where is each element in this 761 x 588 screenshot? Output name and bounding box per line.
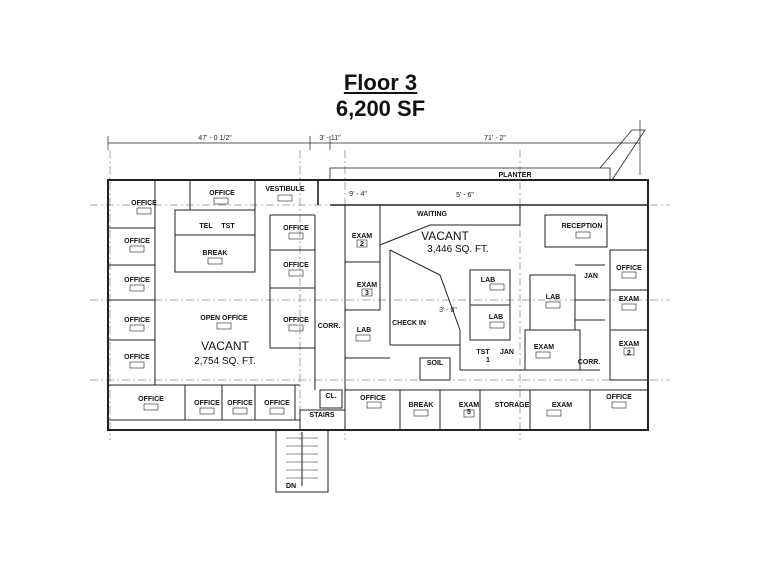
label-lab-2: LAB bbox=[481, 277, 495, 284]
label-office-east-1: OFFICE bbox=[616, 265, 642, 272]
label-check-in: CHECK IN bbox=[392, 320, 426, 327]
label-exam-east-2: EXAM bbox=[619, 341, 639, 348]
label-stairs: STAIRS bbox=[309, 412, 334, 419]
label-office-south: OFFICE bbox=[360, 395, 386, 402]
title-block: Floor 3 6,200 SF bbox=[0, 70, 761, 122]
label-office-3: OFFICE bbox=[283, 225, 309, 232]
dim-west-width: 47' - 0 1/2" bbox=[198, 135, 232, 142]
label-break-west: BREAK bbox=[203, 250, 228, 257]
label-corr-west: CORR. bbox=[318, 323, 341, 330]
label-jan-2: JAN bbox=[500, 349, 514, 356]
label-office-13: OFFICE bbox=[283, 317, 309, 324]
label-exam-se: EXAM bbox=[552, 402, 572, 409]
label-exam-south-num: 5 bbox=[467, 409, 471, 416]
label-open-office: OPEN OFFICE bbox=[200, 315, 248, 322]
label-office-se: OFFICE bbox=[606, 394, 632, 401]
label-jan-1: JAN bbox=[584, 273, 598, 280]
label-office-5: OFFICE bbox=[124, 277, 150, 284]
label-cl: CL. bbox=[325, 393, 336, 400]
label-exam-2: EXAM bbox=[352, 233, 372, 240]
label-office-8: OFFICE bbox=[138, 396, 164, 403]
label-tst-east-num: 1 bbox=[486, 357, 490, 364]
label-office-12: OFFICE bbox=[283, 262, 309, 269]
label-lab-1: LAB bbox=[357, 327, 371, 334]
label-office-11: OFFICE bbox=[264, 400, 290, 407]
label-exam-east-1: EXAM bbox=[619, 296, 639, 303]
label-office-6: OFFICE bbox=[124, 317, 150, 324]
label-office-7: OFFICE bbox=[124, 354, 150, 361]
label-exam-2-num: 2 bbox=[360, 241, 364, 248]
vacant-east-label: VACANT bbox=[421, 229, 469, 243]
vacant-west-label: VACANT bbox=[201, 339, 249, 353]
label-reception: RECEPTION bbox=[562, 223, 603, 230]
label-storage: STORAGE bbox=[495, 402, 530, 409]
label-exam-3: EXAM bbox=[357, 282, 377, 289]
vacant-east-area: 3,446 SQ. FT. bbox=[427, 244, 489, 255]
label-exam-south: EXAM bbox=[459, 402, 479, 409]
label-dn: DN bbox=[286, 483, 296, 490]
label-break-east: BREAK bbox=[409, 402, 434, 409]
floor-area: 6,200 SF bbox=[335, 96, 426, 121]
label-office-10: OFFICE bbox=[227, 400, 253, 407]
dim-94: 9' - 4" bbox=[349, 191, 367, 198]
dim-30: 3' - 0" bbox=[439, 307, 457, 314]
label-soil: SOIL bbox=[427, 360, 444, 367]
label-waiting: WAITING bbox=[417, 211, 447, 218]
label-vestibule: VESTIBULE bbox=[265, 186, 305, 193]
vacant-west-area: 2,754 SQ. FT. bbox=[194, 356, 256, 367]
label-tst-east: TST bbox=[476, 349, 490, 356]
label-office-4: OFFICE bbox=[124, 238, 150, 245]
label-tst: TST bbox=[221, 223, 235, 230]
dim-corridor-width: 3' - 11" bbox=[319, 135, 341, 142]
label-exam-3-num: 3 bbox=[365, 290, 369, 297]
label-lab-4: LAB bbox=[546, 294, 560, 301]
label-lab-3: LAB bbox=[489, 314, 503, 321]
label-exam-center: EXAM bbox=[534, 344, 554, 351]
label-exam-east-2-num: 2 bbox=[627, 350, 631, 357]
dim-56: 5' - 6" bbox=[456, 192, 474, 199]
label-corr-east: CORR. bbox=[578, 359, 601, 366]
label-tel: TEL bbox=[199, 223, 213, 230]
label-office-1: OFFICE bbox=[131, 200, 157, 207]
label-office-9: OFFICE bbox=[194, 400, 220, 407]
dim-east-width: 71' - 2" bbox=[484, 135, 506, 142]
label-office-2: OFFICE bbox=[209, 190, 235, 197]
label-planter: PLANTER bbox=[498, 172, 531, 179]
floor-title: Floor 3 bbox=[343, 70, 418, 95]
